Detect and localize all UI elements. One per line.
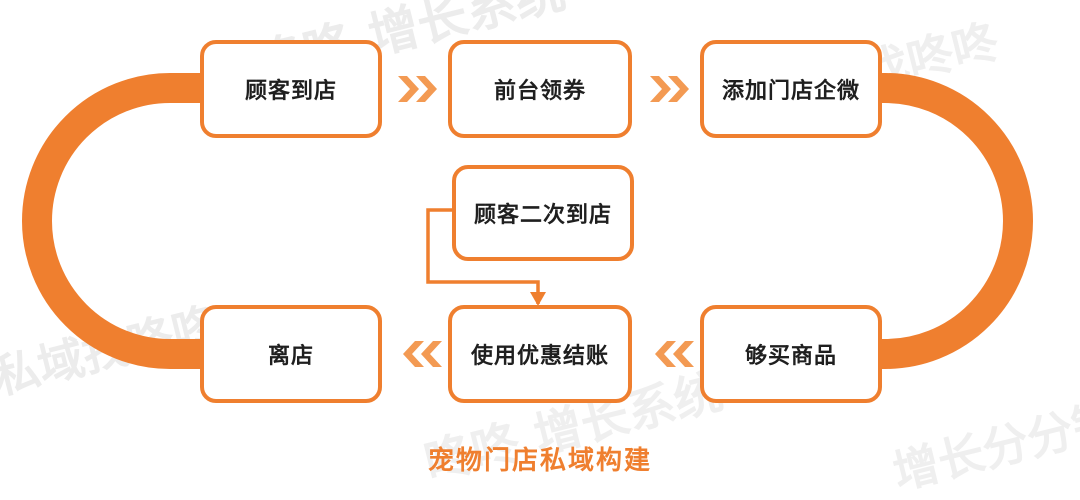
node-purchase-goods-label: 够买商品 (744, 344, 837, 369)
node-front-desk-coupon-label: 前台领券 (493, 79, 586, 104)
node-customer-arrive-label: 顾客到店 (244, 79, 337, 104)
node-second-visit-label: 顾客二次到店 (473, 203, 612, 228)
node-second-visit: 顾客二次到店 (452, 165, 634, 261)
chevron-left-icon (403, 341, 442, 367)
node-purchase-goods: 够买商品 (700, 305, 882, 403)
diagram-title: 宠物门店私域构建 (427, 446, 652, 476)
node-customer-arrive: 顾客到店 (200, 40, 382, 138)
chevron-right-icon (650, 76, 692, 102)
loop-track-path (22, 73, 270, 369)
node-leave-store: 离店 (200, 305, 382, 403)
node-add-store-wecom: 添加门店企微 (700, 40, 882, 138)
node-use-discount-checkout: 使用优惠结账 (448, 305, 632, 403)
loop-track-path-right (820, 73, 1033, 369)
node-use-discount-checkout-label: 使用优惠结账 (470, 344, 609, 369)
chevron-left-icon (652, 341, 694, 367)
chevron-right-icon (650, 76, 689, 102)
chevron-right-icon (398, 76, 437, 102)
chevron-left-icon (655, 341, 694, 367)
node-front-desk-coupon: 前台领券 (448, 40, 632, 138)
chevron-right-icon (398, 76, 440, 102)
node-leave-store-label: 离店 (267, 344, 314, 369)
chevron-left-icon (400, 341, 442, 367)
node-add-store-wecom-label: 添加门店企微 (721, 79, 860, 104)
